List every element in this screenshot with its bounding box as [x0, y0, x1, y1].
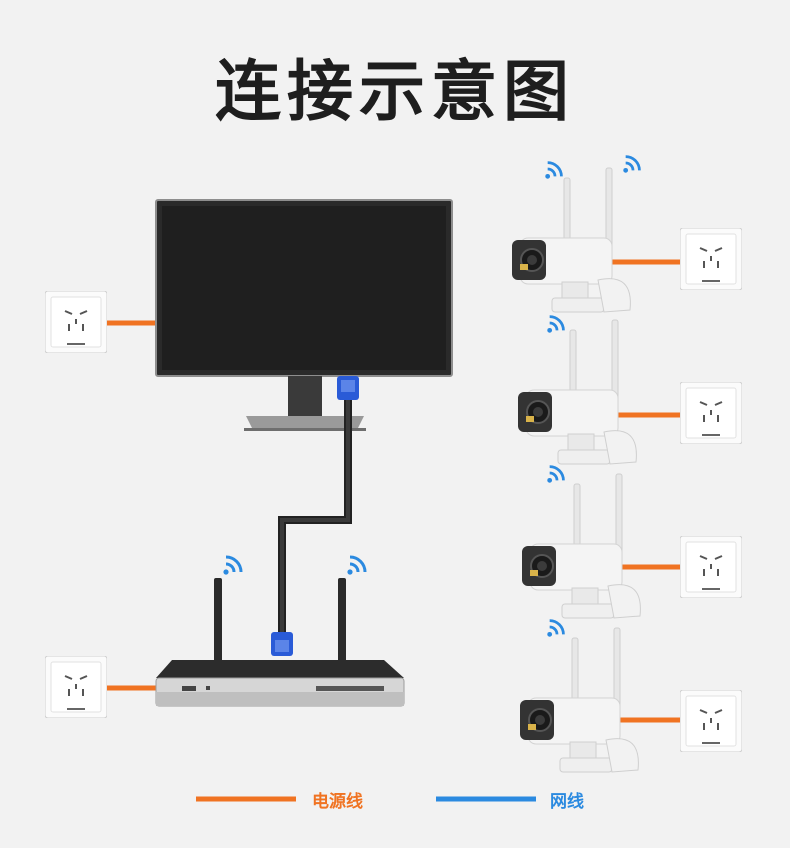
- power-socket-camera-3: [680, 536, 742, 598]
- power-lines: [106, 259, 682, 723]
- wifi-camera-3: [521, 473, 642, 619]
- wifi-icon-camera-3: [546, 465, 565, 484]
- vga-cable: [271, 376, 359, 656]
- power-socket-monitor: [45, 291, 107, 353]
- wifi-icon-nvr-right: [346, 555, 367, 576]
- monitor: [155, 199, 453, 431]
- wifi-camera-2: [517, 319, 638, 465]
- wifi-icon-nvr-left: [222, 555, 243, 576]
- wifi-icon-camera-2: [546, 315, 565, 334]
- power-socket-camera-2: [680, 382, 742, 444]
- wifi-icon-camera-4: [546, 619, 565, 638]
- wifi-icon-camera-1a: [544, 161, 563, 180]
- legend-power-label: 电源线: [312, 792, 363, 812]
- wifi-camera-1: [511, 167, 632, 313]
- nvr-antenna-right: [338, 578, 346, 664]
- wifi-icon-camera-1b: [622, 155, 641, 174]
- nvr-recorder: [155, 578, 405, 707]
- legend-network-label: 网线: [550, 792, 584, 812]
- power-socket-camera-1: [680, 228, 742, 290]
- nvr-antenna-left: [214, 578, 222, 664]
- page-title: 连接示意图: [215, 53, 575, 130]
- power-socket-nvr: [45, 656, 107, 718]
- wifi-camera-4: [519, 627, 640, 773]
- power-socket-camera-4: [680, 690, 742, 752]
